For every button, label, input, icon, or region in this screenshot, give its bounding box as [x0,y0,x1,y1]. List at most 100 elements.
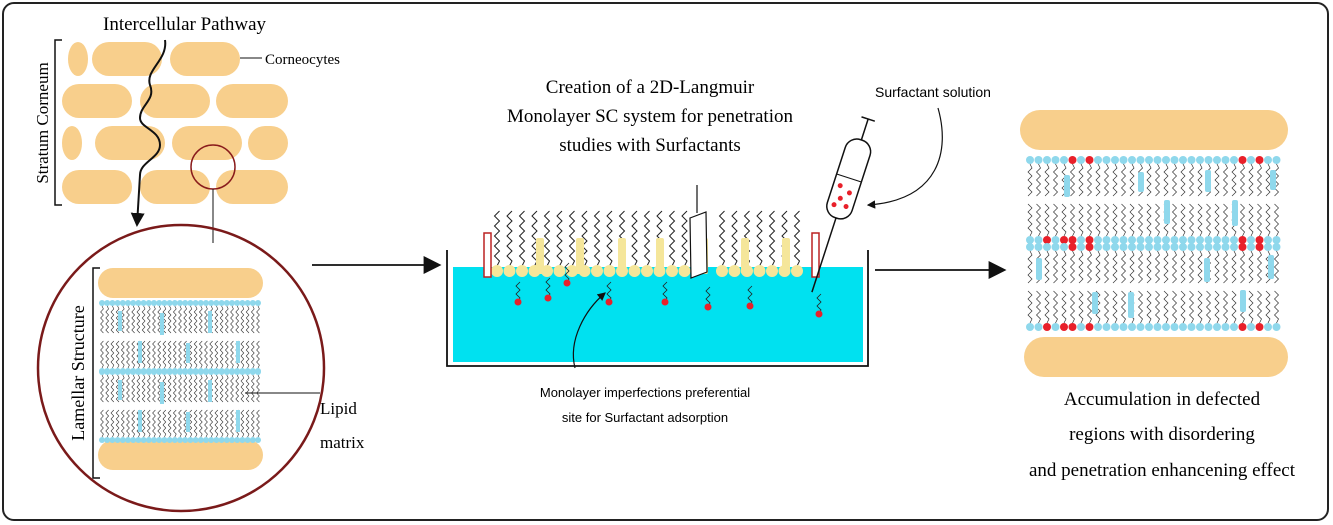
lipid-head [1102,323,1111,331]
lipid-tail [1223,163,1228,197]
cholesterol-rod [236,341,240,363]
lipid-tail [141,305,146,334]
corneocyte-top-right [1020,110,1288,150]
lipid-head [104,300,111,306]
lipid-tail [1027,203,1033,237]
lipid-tail [219,340,224,369]
surfactant-tail [816,293,822,315]
lipid-head [182,300,189,306]
lipid-tail [115,340,120,369]
lipid-tail [793,210,801,267]
lipid-tail [731,210,738,267]
surfactant-head [704,303,712,311]
lipid-bilayers [99,300,261,443]
lipid-tail [1240,203,1245,237]
lipid-head [1077,236,1085,244]
lipid-head [1145,323,1153,331]
cholesterol-rod [1064,175,1070,197]
lipid-head [1264,323,1272,331]
lipid-tail [230,374,234,403]
lipid-tail [120,340,125,369]
lipid-tail [1180,250,1186,284]
lipid-head [1034,243,1043,251]
lipid-head [1026,236,1034,244]
lipid-tail [240,374,245,403]
surfactant-head [563,279,571,287]
lipid-tail [178,305,182,334]
lipid-head [203,369,209,375]
corneocyte-brick [62,126,82,160]
lipid-tail [240,409,245,438]
cholesterol-rod [160,382,164,404]
lipid-tail [204,340,208,369]
lipid-tail [1240,163,1245,197]
lipid-head [1102,243,1111,251]
lipid-tail [1248,163,1254,197]
lipid-head [1221,156,1230,164]
intercellular-pathway-label: Intercellular Pathway [103,14,267,35]
cholesterol-rod [1240,290,1246,312]
corneocyte-brick [95,126,165,160]
lipid-head [1170,323,1179,331]
cholesterol-rod [138,341,142,363]
lipid-head [239,369,246,375]
lipid-head [130,437,137,443]
surfactant-tail [705,286,711,308]
cholesterol-rod [1128,292,1134,318]
lipid-tail [100,374,104,403]
corneocyte-top [98,268,263,298]
lipid-head [109,369,116,375]
lipid-head [1128,323,1136,331]
surfactant-head [514,298,522,306]
lipid-tail [1053,250,1058,284]
lipid-head [1111,323,1119,331]
lipid-tail [1053,203,1058,237]
creation-title-line3: studies with Surfactants [559,135,741,156]
lipid-tail [100,409,104,438]
surfactant-tail [515,281,521,303]
lipid-tail [219,305,224,334]
lipid-tail [250,374,255,403]
lipid-head [249,300,256,306]
lipid-tail [1053,290,1058,324]
lipid-head [104,369,111,375]
lipid-head [203,437,209,443]
lipid-tail [214,409,219,438]
lipid-tail [1027,163,1033,197]
lipid-tail [110,305,115,334]
lipid-head [255,300,261,306]
lipid-head [1043,243,1051,251]
lipid-head [239,437,246,443]
lipid-tail [172,374,177,403]
lipid-tail [152,374,156,403]
lipid-head [145,437,152,443]
lipid-tail [1155,203,1160,237]
lipid-tail [1189,203,1194,237]
lipid-tail [568,210,576,267]
lipid-tail [167,409,172,438]
lipid-head [1128,243,1136,251]
lipid-tail [120,409,125,438]
lipid-tail [198,340,203,369]
lipid-tail [1087,163,1092,197]
lipid-head [166,300,173,306]
cholesterol-rod [236,410,240,432]
lipid-tail [250,340,255,369]
lipid-head [641,265,653,277]
lipid-head [1179,156,1187,164]
lipid-tail [146,374,151,403]
lipid-head [1153,236,1162,244]
lipid-head [229,300,235,306]
lipid-tail [506,210,513,267]
lipid-tail [157,340,162,369]
lipid-head [1187,156,1196,164]
lipid-head [135,369,142,375]
lipid-tail [1061,290,1067,324]
lipid-tail [157,374,162,403]
lipid-tail [162,305,167,334]
lipid-tail [1146,250,1152,284]
surfactant-solution-label: Surfactant solution [875,84,991,100]
lipid-tail [1146,163,1152,197]
lipid-tail [1214,203,1220,237]
cholesterol-rod [1268,255,1274,279]
